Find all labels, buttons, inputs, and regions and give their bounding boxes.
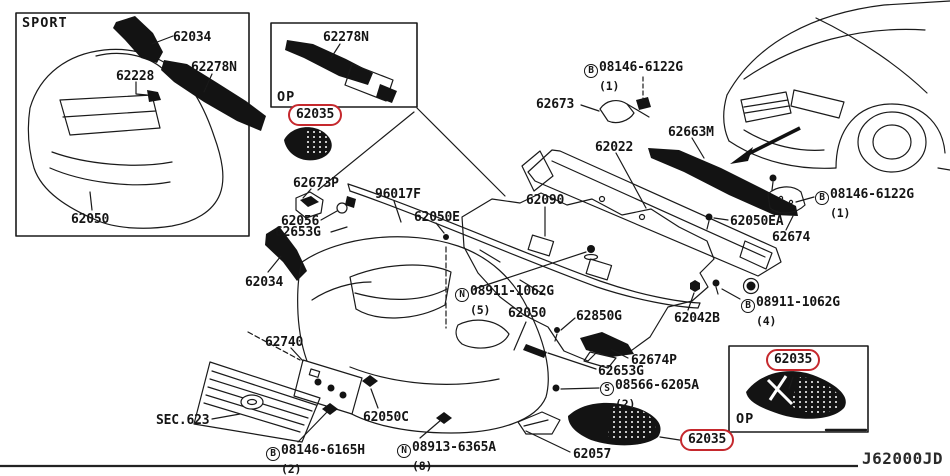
fastener-number: 08566-6205A <box>615 378 699 393</box>
fastener-number: 08911-1062G <box>470 284 554 299</box>
quantity: (1) <box>599 79 620 93</box>
strip-62653G-bottom-illustration <box>523 344 547 358</box>
license-bracket-62740-illustration <box>293 359 363 415</box>
bracket-62674P-illustration <box>580 332 634 369</box>
part-label-62740[interactable]: 62740 <box>265 335 304 350</box>
part-label-62034-sport[interactable]: 62034 <box>173 30 212 45</box>
op-box-top-title: OP <box>277 89 296 105</box>
clip-62050C-illustration <box>362 375 378 387</box>
sport-strip-62034-illustration <box>113 16 163 63</box>
reinforcement-62022-illustration <box>521 149 782 277</box>
bolt-symbol: B <box>815 191 829 205</box>
fastener-number: 08913-6365A <box>412 440 496 455</box>
part-label-62022[interactable]: 62022 <box>595 140 634 155</box>
strip-62034-left-illustration <box>265 226 307 281</box>
bracket-62673P-illustration <box>295 191 356 219</box>
op-box-bottom-frame <box>728 345 869 433</box>
screw-08566-illustration <box>552 384 560 392</box>
op-strip-62278N-illustration <box>285 40 397 103</box>
part-label-96017F[interactable]: 96017F <box>375 187 421 202</box>
nut-08911-right-illustration <box>742 277 760 295</box>
mounting-location-arrow <box>730 126 801 164</box>
part-label-62050-center[interactable]: 62050 <box>508 306 547 321</box>
part-label-62057[interactable]: 62057 <box>573 447 612 462</box>
part-label-62673P[interactable]: 62673P <box>293 176 339 191</box>
fastener-number: 08146-6165H <box>281 443 365 458</box>
part-label-62278N-sport[interactable]: 62278N <box>191 60 237 75</box>
part-label-62653G-left[interactable]: 62653G <box>275 225 321 240</box>
part-label-62050E[interactable]: 62050E <box>414 210 460 225</box>
quantity: (1) <box>830 206 851 220</box>
quantity: (4) <box>756 314 777 328</box>
op-box-top-frame <box>270 22 506 197</box>
clip-08146-6165H-illustration <box>322 403 338 415</box>
strip-62663M-illustration <box>648 148 798 216</box>
quantity: (2) <box>615 397 636 411</box>
part-label-62042B[interactable]: 62042B <box>674 311 720 326</box>
part-label-62673[interactable]: 62673 <box>536 97 575 112</box>
molding-96017F-illustration <box>347 183 701 309</box>
quantity: (5) <box>470 303 491 317</box>
bracket-62673-illustration <box>599 97 651 124</box>
sport-bumper-62050-illustration <box>27 48 224 229</box>
part-label-62663M[interactable]: 62663M <box>668 125 714 140</box>
bolt-symbol: B <box>741 299 755 313</box>
leader-lines <box>89 35 815 453</box>
bolt-symbol: B <box>266 447 280 461</box>
screw-symbol: S <box>600 382 614 396</box>
bolt-symbol: B <box>584 64 598 78</box>
sport-box-title: SPORT <box>22 15 68 31</box>
nut-symbol: N <box>397 444 411 458</box>
screw-62050E-illustration <box>443 234 449 329</box>
op-box-bottom-title: OP <box>736 411 755 427</box>
part-label-62278N-op[interactable]: 62278N <box>323 30 369 45</box>
part-label-62034-left[interactable]: 62034 <box>245 275 284 290</box>
part-label-62090[interactable]: 62090 <box>526 193 565 208</box>
fastener-number: 08911-1062G <box>756 295 840 310</box>
section-label-sec623[interactable]: SEC.623 <box>156 413 210 428</box>
sport-clip-62228-illustration <box>147 90 161 102</box>
bolt-62050EA-illustration <box>705 213 713 230</box>
fastener-number: 08146-6122G <box>830 187 914 202</box>
part-label-62850G[interactable]: 62850G <box>576 309 622 324</box>
part-label-62050C[interactable]: 62050C <box>363 410 409 425</box>
grille-sec623-illustration <box>193 361 321 443</box>
fastener-number: 08146-6122G <box>599 60 683 75</box>
grille-62035-top-illustration <box>284 127 332 161</box>
part-label-62056[interactable]: 62056 <box>281 214 320 229</box>
nut-symbol: N <box>455 288 469 302</box>
bolt-62850G-illustration <box>554 327 560 342</box>
car-front-illustration <box>723 0 950 173</box>
fasteners-62042B-illustration <box>690 279 720 295</box>
quantity: (8) <box>412 459 433 473</box>
absorber-62090-illustration <box>461 192 715 362</box>
grille-62035-bottom-illustration <box>568 402 661 446</box>
part-label-62050-sport[interactable]: 62050 <box>71 212 110 227</box>
part-label-62035-top-highlighted[interactable]: 62035 <box>288 104 343 126</box>
part-label-62035-bottom-highlighted[interactable]: 62035 <box>680 429 735 451</box>
part-label-62228[interactable]: 62228 <box>116 69 155 84</box>
nut-08911-center-illustration <box>583 245 599 261</box>
sport-strip-62278N-illustration <box>161 60 266 131</box>
part-label-62050EA[interactable]: 62050EA <box>730 214 784 229</box>
grille-62035-op-illustration <box>746 371 846 419</box>
bracket-62057-illustration <box>517 411 561 435</box>
bracket-62674-illustration <box>767 174 806 214</box>
part-label-62653G-bottom[interactable]: 62653G <box>598 364 644 379</box>
part-label-62674P[interactable]: 62674P <box>631 353 677 368</box>
part-label-62035-op-highlighted[interactable]: 62035 <box>766 349 821 371</box>
part-label-62674[interactable]: 62674 <box>772 230 811 245</box>
diagram-code: J62000JD <box>862 449 944 468</box>
quantity: (2) <box>281 462 302 476</box>
